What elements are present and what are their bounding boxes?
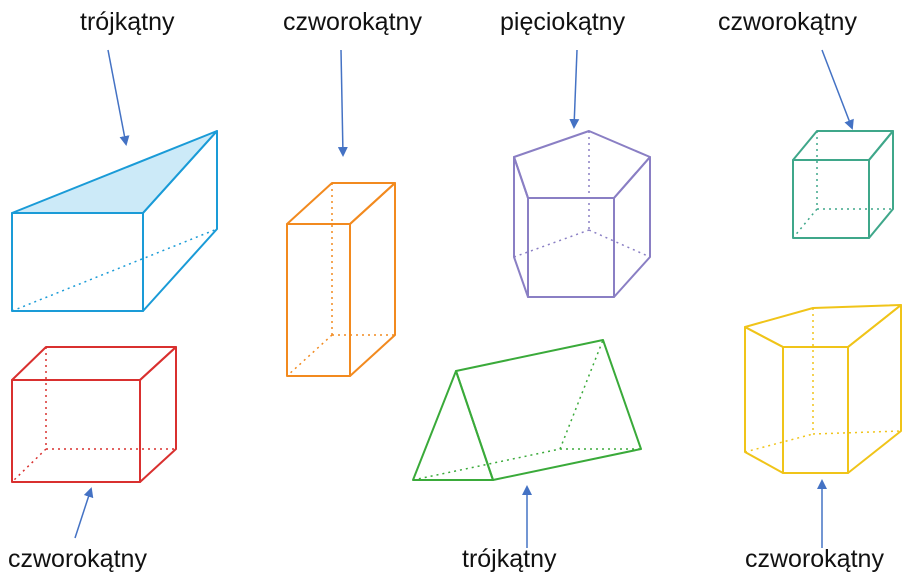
arrow-quadrilateral-top-2 <box>821 49 854 130</box>
yellow-pentagonal-prism <box>744 304 902 474</box>
orange-cuboid <box>286 182 396 377</box>
arrow-quadrilateral-top-1 <box>337 49 348 157</box>
green-triangular-prism <box>412 339 642 481</box>
label-triangular-bottom: trójkątny <box>462 545 557 573</box>
label-quadrilateral-bottom-2: czworokątny <box>745 545 884 573</box>
label-quadrilateral-top-1: czworokątny <box>283 8 422 36</box>
label-quadrilateral-bottom-1: czworokątny <box>8 545 147 573</box>
arrow-triangular-top <box>107 49 130 146</box>
blue-triangular-prism <box>11 130 218 312</box>
arrows <box>74 49 854 548</box>
purple-pentagonal-prism <box>513 130 651 298</box>
label-triangular-top: trójkątny <box>80 8 175 36</box>
red-cuboid <box>11 346 177 483</box>
arrow-pentagonal-top <box>569 49 580 129</box>
teal-cube <box>792 130 894 239</box>
label-pentagonal-top: pięciokątny <box>500 8 626 36</box>
arrow-quadrilateral-bottom-1 <box>74 487 94 539</box>
label-quadrilateral-top-2: czworokątny <box>718 8 857 36</box>
